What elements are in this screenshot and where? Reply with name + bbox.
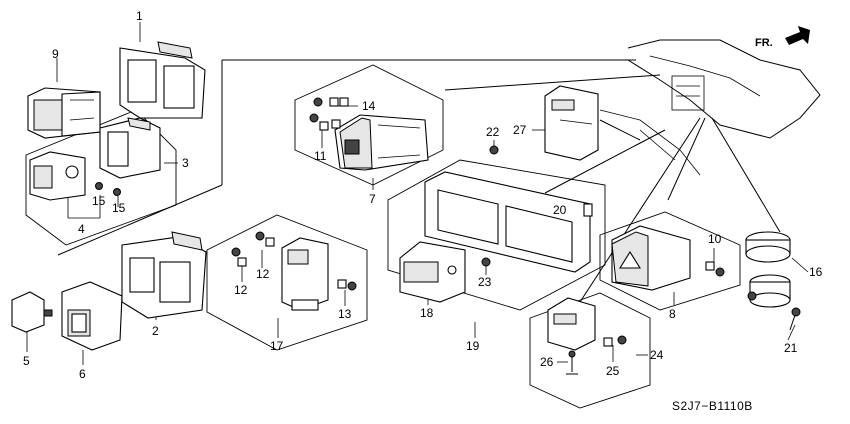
part-1-bezel [119,41,206,119]
part-10-clips [705,261,725,277]
part-20-clip [583,203,593,217]
label-22: 22 [486,125,500,139]
part-21-bolt [789,307,801,331]
front-direction-arrow [785,26,810,45]
label-19: 19 [466,339,480,353]
label-27: 27 [513,123,527,137]
label-17: 17 [270,339,284,353]
label-7: 7 [369,192,376,206]
label-16: 16 [809,265,823,279]
part-2-bezel [121,231,207,319]
label-5: 5 [23,354,30,368]
label-12b: 12 [256,267,270,281]
part-27-switch [544,85,599,161]
part-9-switch [27,87,101,139]
part-14-clips [313,97,349,107]
part-15-screws [95,182,121,196]
label-18: 18 [420,306,434,320]
part-17-switch [281,237,329,311]
label-21: 21 [784,341,798,355]
dashboard-overview [599,39,821,176]
part-3-bezel [99,117,161,179]
label-24: 24 [650,348,664,362]
label-4: 4 [78,222,85,236]
label-14: 14 [362,99,376,113]
label-25: 25 [606,364,620,378]
label-10: 10 [708,232,722,246]
part-25-clips [603,335,627,347]
label-9: 9 [52,47,59,61]
part-7-switch [334,114,429,171]
part-11-clips [309,113,341,131]
part-24-switch [547,297,596,351]
label-2: 2 [152,324,159,338]
label-26: 26 [540,355,554,369]
diagram-code: S2J7−B1110B [672,399,753,413]
part-16-dials [745,231,791,308]
part-8-hazard-switch [611,225,691,291]
part-19-bezel [424,171,591,273]
group-frames [25,64,741,409]
leader-lines [26,22,809,365]
part-6-switch [61,281,123,351]
part-4-switch [29,151,86,201]
part-22-screw [489,145,499,155]
label-15a: 15 [92,194,106,208]
label-23: 23 [478,275,492,289]
part-18-pocket [399,241,466,303]
label-11: 11 [314,149,327,163]
label-3: 3 [182,156,189,170]
label-13: 13 [338,307,352,321]
label-6: 6 [79,367,86,381]
label-15b: 15 [112,201,126,215]
label-12a: 12 [234,283,248,297]
orientation-label: FR. [755,37,773,49]
part-26-pin [566,350,578,375]
part-12-clips [231,231,275,267]
label-8: 8 [669,307,676,321]
part-13-clips [337,279,357,291]
label-1: 1 [136,9,143,23]
part-5-cap [11,291,53,333]
label-20: 20 [553,203,567,217]
part-23-screw [481,257,491,267]
part-number-labels: 1 2 3 4 5 6 7 8 9 10 11 12 12 13 14 15 1… [23,9,823,381]
